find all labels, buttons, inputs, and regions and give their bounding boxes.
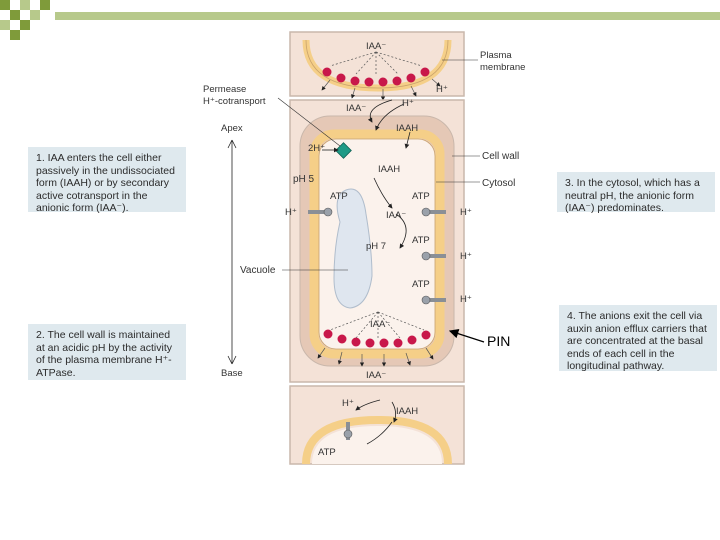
label-permease: Permease bbox=[203, 84, 246, 95]
label-h-plus-top: H⁺ bbox=[436, 84, 448, 95]
label-iaa-cytosol: IAA⁻ bbox=[386, 210, 406, 221]
label-h-plus-right-2: H⁺ bbox=[460, 251, 472, 262]
permease-carrier bbox=[335, 142, 352, 159]
label-h-plus-left: H⁺ bbox=[285, 207, 297, 218]
note-step-3: 3. In the cytosol, which has a neutral p… bbox=[557, 172, 715, 214]
pin-arrow bbox=[448, 329, 485, 343]
label-iaah-upper: IAAH bbox=[396, 123, 418, 134]
label-iaa-upper: IAA⁻ bbox=[346, 103, 366, 114]
label-2h-plus: 2H⁺ bbox=[308, 143, 325, 154]
label-iaah-cell: IAAH bbox=[378, 164, 400, 175]
label-iaah-lower: IAAH bbox=[396, 406, 418, 417]
leader-lines bbox=[277, 59, 480, 271]
label-atp-right-3: ATP bbox=[412, 279, 430, 290]
pin-label: PIN bbox=[487, 333, 511, 349]
label-plasma: Plasma bbox=[480, 50, 512, 61]
corner-decoration bbox=[0, 0, 720, 40]
label-h-plus-upper: H⁺ bbox=[402, 98, 414, 109]
vacuole-shape bbox=[333, 188, 373, 309]
label-h-plus-right-1: H⁺ bbox=[460, 207, 472, 218]
label-atp-lower: ATP bbox=[318, 447, 336, 458]
label-cytosol: Cytosol bbox=[482, 178, 515, 189]
lower-cell bbox=[289, 385, 465, 465]
label-atp-right-2: ATP bbox=[412, 235, 430, 246]
atpase-pumps bbox=[308, 207, 446, 305]
label-cell-wall: Cell wall bbox=[482, 151, 519, 162]
label-membrane: membrane bbox=[480, 62, 525, 73]
label-base: Base bbox=[221, 368, 243, 379]
label-iaa-top: IAA⁻ bbox=[366, 41, 386, 52]
pin-carriers bbox=[323, 329, 431, 348]
upper-cell bbox=[289, 31, 465, 97]
label-atp-left: ATP bbox=[330, 191, 348, 202]
label-cotransport: H⁺-cotransport bbox=[203, 96, 266, 107]
note-step-1: 1. IAA enters the cell either passively … bbox=[28, 147, 186, 214]
upper-efflux-arrows bbox=[321, 51, 441, 101]
label-ph5: pH 5 bbox=[293, 174, 315, 185]
label-iaa-lower-cell: IAA⁻ bbox=[370, 319, 390, 330]
label-h-plus-right-3: H⁺ bbox=[460, 294, 472, 305]
plasma-membrane-band bbox=[309, 129, 445, 359]
note-step-4: 4. The anions exit the cell via auxin an… bbox=[559, 305, 717, 372]
label-vacuole: Vacuole bbox=[240, 265, 276, 276]
label-apex: Apex bbox=[221, 123, 243, 134]
efflux-arrows bbox=[317, 311, 434, 367]
label-atp-right-1: ATP bbox=[412, 191, 430, 202]
label-ph7: pH 7 bbox=[366, 241, 386, 252]
label-iaa-below: IAA⁻ bbox=[366, 370, 386, 381]
note-step-2: 2. The cell wall is maintained at an aci… bbox=[28, 324, 186, 380]
label-h-plus-lower: H⁺ bbox=[342, 398, 354, 409]
upper-cell-carriers bbox=[322, 67, 430, 87]
flux-arrows bbox=[227, 99, 411, 445]
